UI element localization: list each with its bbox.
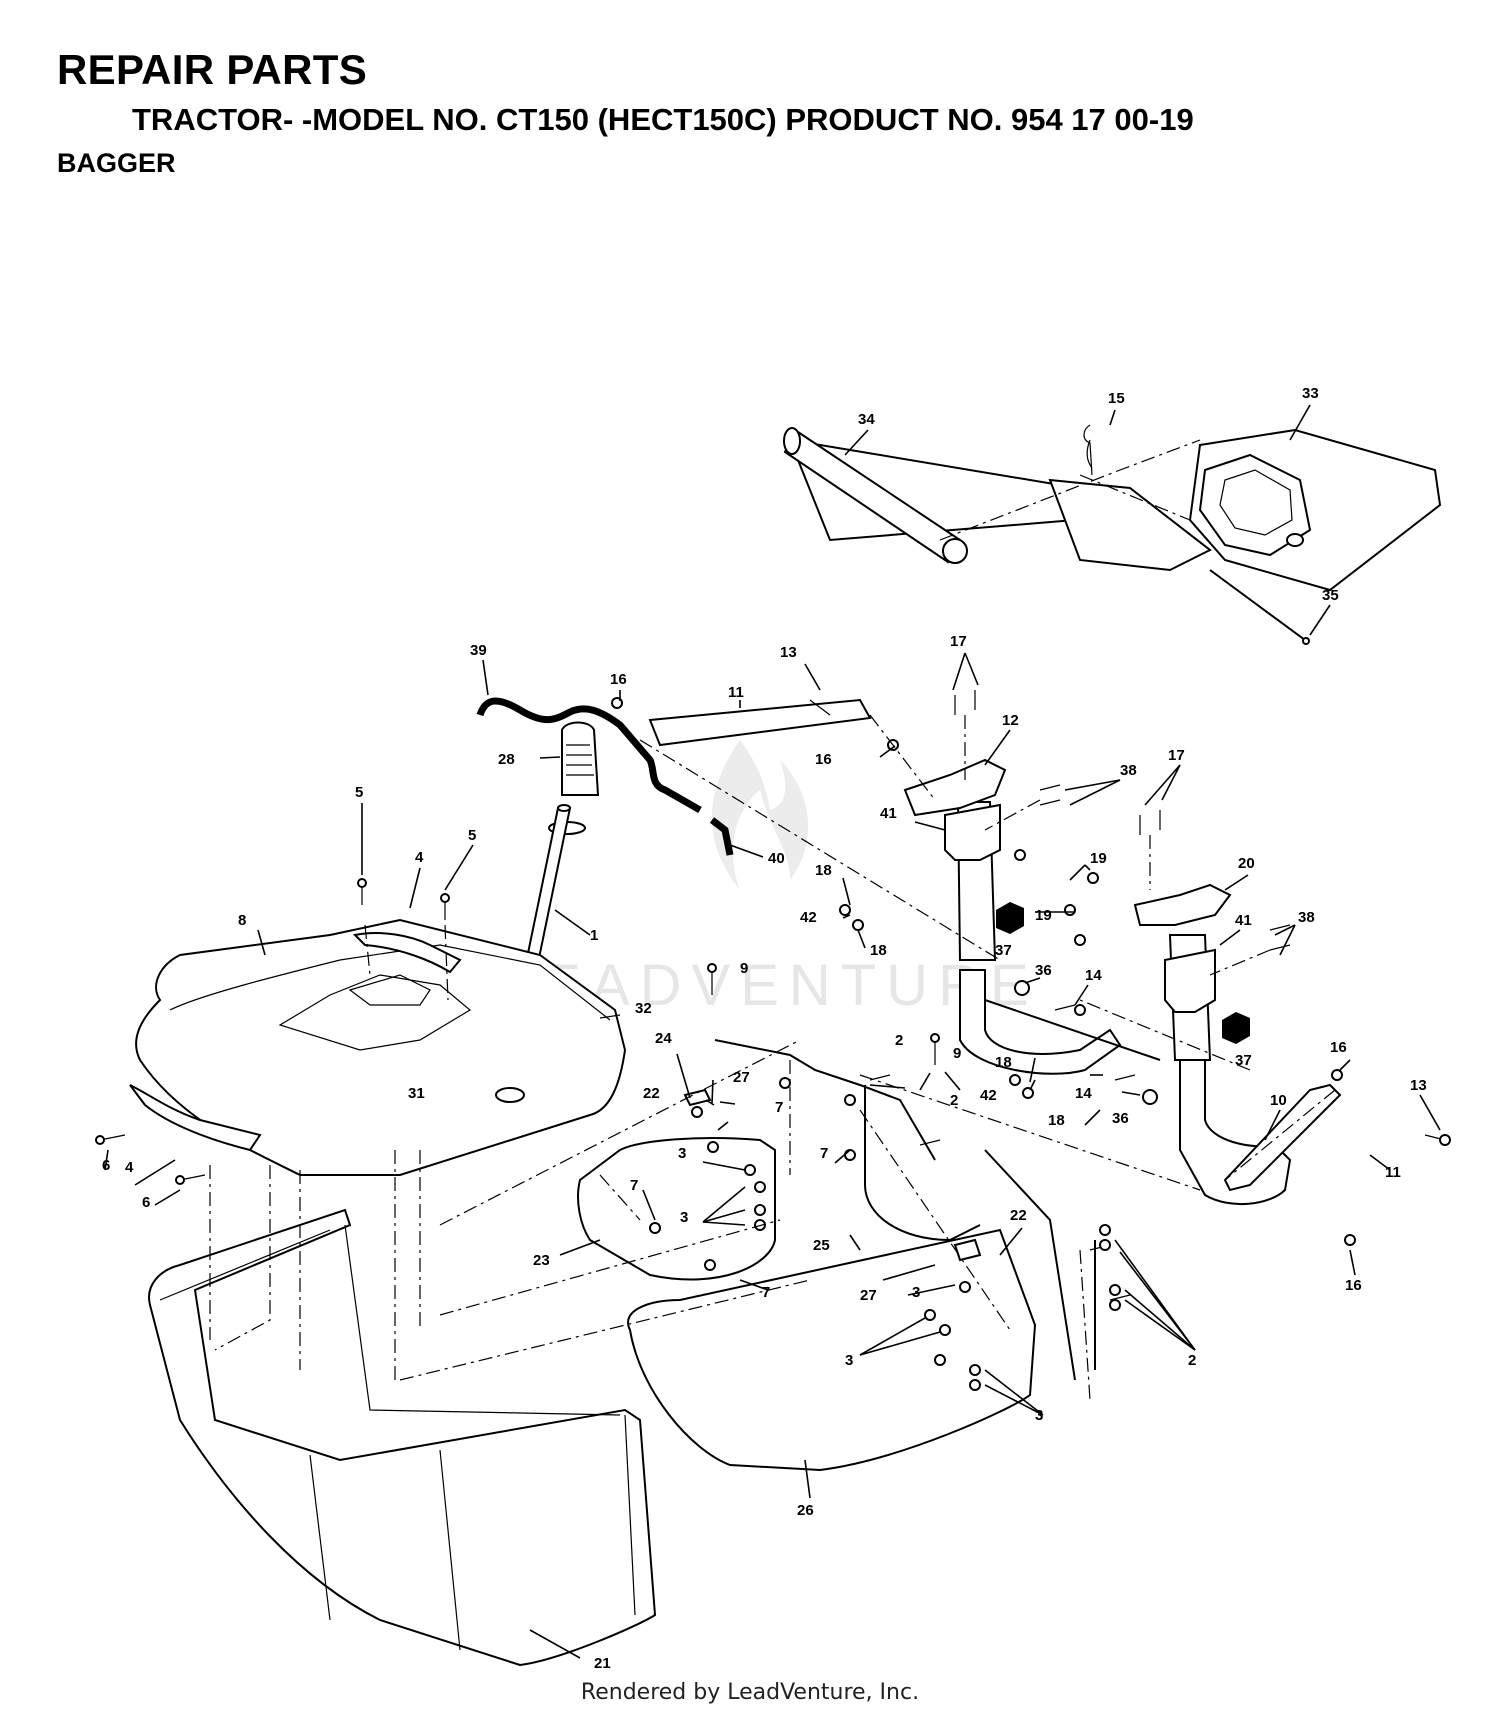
- callout-16c: 16: [1330, 1039, 1347, 1056]
- callout-labels: 34 15 33 35 39 28 40 1 5 5 4 8 6 4 6 16 …: [102, 385, 1427, 1672]
- callout-23: 23: [533, 1252, 550, 1269]
- callout-14b: 14: [1075, 1085, 1092, 1102]
- bagger-cover: [129, 918, 627, 1176]
- callout-37a: 37: [995, 942, 1012, 959]
- callout-9b: 9: [953, 1045, 961, 1062]
- watermark-logo: [711, 740, 809, 890]
- callout-36a: 36: [1035, 962, 1052, 979]
- callout-27b: 27: [860, 1287, 877, 1304]
- callout-19a: 19: [1090, 850, 1107, 867]
- callout-34: 34: [858, 411, 875, 428]
- callout-1: 1: [590, 927, 598, 944]
- callout-3a: 3: [678, 1145, 686, 1162]
- callout-38a: 38: [1120, 762, 1137, 779]
- callout-41a: 41: [880, 805, 897, 822]
- hinge-brackets: [903, 758, 1250, 1044]
- callout-3d: 3: [845, 1352, 853, 1369]
- callout-11b: 11: [1385, 1164, 1401, 1181]
- callout-6b: 6: [142, 1194, 150, 1211]
- bag-handle-assembly: [783, 427, 1442, 645]
- callout-3b: 3: [680, 1209, 688, 1226]
- callout-8: 8: [238, 912, 246, 929]
- alignment-lines: [209, 439, 1336, 1401]
- callout-19b: 19: [1035, 907, 1052, 924]
- callout-9a: 9: [740, 960, 748, 977]
- fasteners: [95, 424, 1451, 1391]
- callout-22b: 22: [1010, 1207, 1027, 1224]
- callout-5a: 5: [355, 784, 363, 801]
- leader-lines: [104, 404, 1441, 1659]
- callout-16b: 16: [815, 751, 832, 768]
- mounting-straps: [648, 698, 1342, 1192]
- callout-7c: 7: [630, 1177, 638, 1194]
- grass-bag: [148, 1208, 657, 1667]
- callout-38b: 38: [1298, 909, 1315, 926]
- callout-2b: 2: [950, 1092, 958, 1109]
- callout-31: 31: [408, 1085, 425, 1102]
- callout-37b: 37: [1235, 1052, 1252, 1069]
- callout-14a: 14: [1085, 967, 1102, 984]
- callout-3e: 3: [1035, 1407, 1043, 1424]
- callout-18b: 18: [870, 942, 887, 959]
- callout-42a: 42: [800, 909, 817, 926]
- callout-2c: 2: [1188, 1352, 1196, 1369]
- callout-15: 15: [1108, 390, 1125, 407]
- callout-6a: 6: [102, 1157, 110, 1174]
- callout-32: 32: [635, 1000, 652, 1017]
- callout-4a: 4: [415, 849, 424, 866]
- model-subtitle: TRACTOR- -MODEL NO. CT150 (HECT150C) PRO…: [132, 102, 1194, 137]
- page-title: REPAIR PARTS: [57, 46, 368, 93]
- callout-12: 12: [1002, 712, 1019, 729]
- callout-3c: 3: [912, 1284, 920, 1301]
- callout-7b: 7: [820, 1145, 828, 1162]
- callout-4b: 4: [125, 1159, 134, 1176]
- bag-frames: [577, 1085, 1096, 1472]
- callout-33: 33: [1302, 385, 1319, 402]
- callout-13a: 13: [780, 644, 797, 661]
- callout-22a: 22: [643, 1085, 660, 1102]
- callout-17a: 17: [950, 633, 967, 650]
- callout-11a: 11: [728, 684, 744, 701]
- section-title: BAGGER: [57, 148, 176, 178]
- callout-20: 20: [1238, 855, 1255, 872]
- callout-42b: 42: [980, 1087, 997, 1104]
- callout-26: 26: [797, 1502, 814, 1519]
- callout-25: 25: [813, 1237, 830, 1254]
- footer-credit: Rendered by LeadVenture, Inc.: [580, 1680, 920, 1705]
- callout-35: 35: [1322, 587, 1339, 604]
- callout-39: 39: [470, 642, 487, 659]
- callout-10: 10: [1270, 1092, 1287, 1109]
- callout-21: 21: [594, 1655, 611, 1672]
- callout-13b: 13: [1410, 1077, 1427, 1094]
- callout-2a: 2: [895, 1032, 903, 1049]
- callout-36b: 36: [1112, 1110, 1129, 1127]
- callout-18c: 18: [995, 1054, 1012, 1071]
- callout-7d: 7: [762, 1284, 770, 1301]
- callout-18a: 18: [815, 862, 832, 879]
- callout-17b: 17: [1168, 747, 1185, 764]
- callout-16d: 16: [1345, 1277, 1362, 1294]
- callout-27a: 27: [733, 1069, 750, 1086]
- cross-tube: [714, 1039, 936, 1161]
- callout-40: 40: [768, 850, 785, 867]
- callout-28: 28: [498, 751, 515, 768]
- callout-41b: 41: [1235, 912, 1252, 929]
- callout-16a: 16: [610, 671, 627, 688]
- callout-7a: 7: [775, 1099, 783, 1116]
- callout-24: 24: [655, 1030, 672, 1047]
- callout-5b: 5: [468, 827, 476, 844]
- callout-18d: 18: [1048, 1112, 1065, 1129]
